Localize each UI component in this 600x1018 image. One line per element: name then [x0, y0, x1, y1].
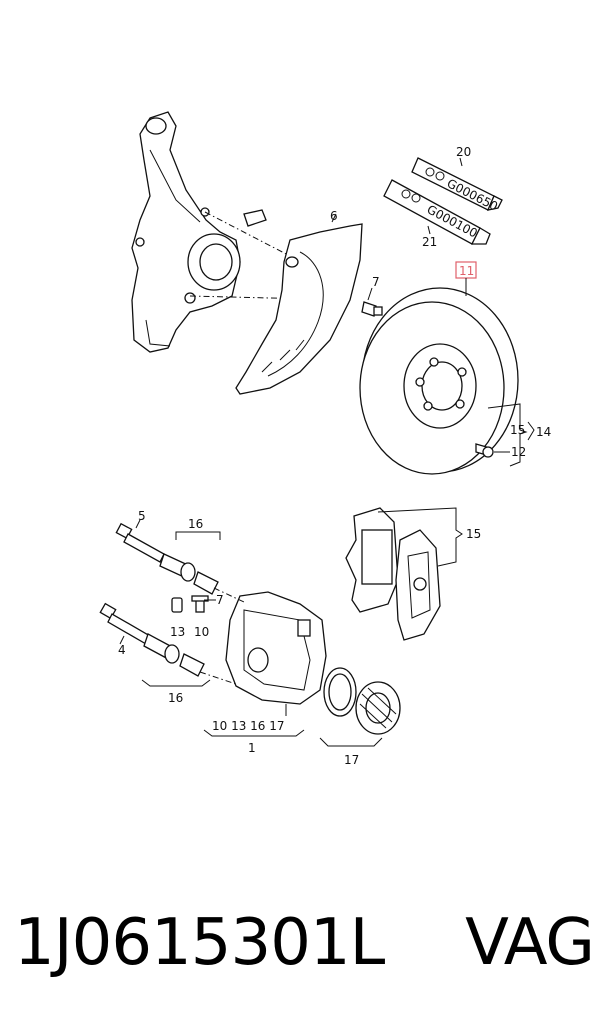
callout-16b: 16	[168, 691, 183, 705]
callout-15b: 15	[466, 527, 481, 541]
callout-21: 21	[422, 235, 437, 249]
screw-12	[475, 443, 494, 458]
callout-13a: 13	[170, 625, 185, 639]
brake-pad-outer	[395, 529, 441, 641]
callout-1: 1	[248, 741, 256, 755]
callout-10a: 10	[194, 625, 209, 639]
callout-7b: 7	[216, 593, 224, 607]
piston-seal-ring	[323, 667, 357, 717]
part-number: 1J0615301L	[14, 906, 385, 980]
dust-shield	[235, 223, 363, 395]
exploded-brake-diagram: 6 7 G000650 20 G000100 21 11	[99, 111, 551, 767]
callout-4: 4	[118, 643, 126, 657]
callout-5: 5	[138, 509, 146, 523]
bolt-7	[361, 301, 383, 317]
cap-13	[171, 597, 183, 613]
dust-boot	[355, 681, 401, 735]
callout-6: 6	[330, 209, 338, 223]
callout-group1: 10 13 16 17	[212, 719, 285, 733]
callout-7: 7	[372, 275, 380, 289]
guide-bolt-5	[115, 522, 165, 563]
callout-11: 11	[459, 264, 474, 278]
callout-16a: 16	[188, 517, 203, 531]
guide-bolt-4	[99, 602, 151, 645]
bleed-valve-10	[191, 595, 209, 613]
callout-17a: 17	[344, 753, 359, 767]
guide-sleeve-upper	[159, 553, 219, 595]
callout-20: 20	[456, 145, 471, 159]
callout-14: 14	[536, 425, 551, 439]
brake-disc	[359, 287, 519, 475]
steering-knuckle	[131, 111, 267, 353]
brake-caliper	[225, 591, 327, 705]
callout-15a: 15	[510, 423, 525, 437]
brand-name: VAG	[465, 906, 595, 980]
callout-12: 12	[511, 445, 526, 459]
brake-pad-inner	[345, 507, 399, 613]
guide-sleeve-lower	[143, 633, 205, 677]
caption: 1J0615301L VAG	[14, 888, 595, 998]
